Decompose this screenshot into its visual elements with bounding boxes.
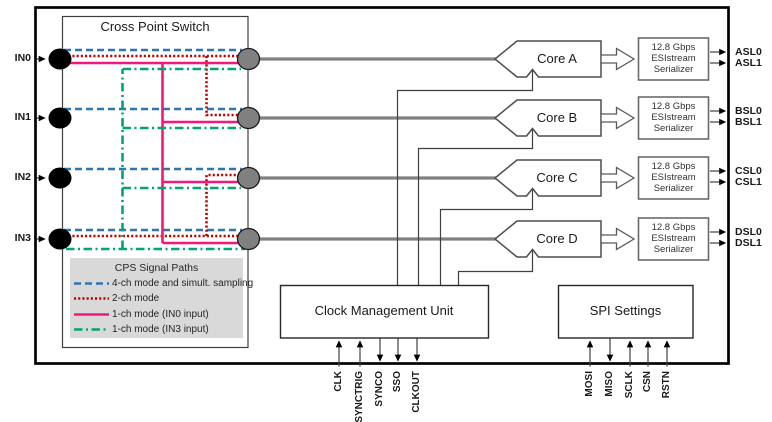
output-node-b [236,106,261,130]
cmu-pin-lines [335,338,421,367]
pin-csn-label: CSN [642,371,653,393]
serializer-c-line3: Serializer [653,183,694,194]
serializer-b-box [637,96,710,140]
serializer-b-line1: 12.8 Gbps [651,101,696,112]
block-arrow-d [600,227,636,251]
serializer-c-line2: ESIstream [651,172,696,183]
core-d-label: Core D [536,231,578,246]
serializer-b-line2: ESIstream [651,112,696,123]
serializer-a-line1: 12.8 Gbps [651,42,696,53]
pin-miso-label: MISO [604,371,615,397]
serializer-d-box [637,217,710,261]
bsl1-label: BSL1 [735,115,762,128]
bsl0-label: BSL0 [735,104,762,117]
block-arrow-c [600,166,636,190]
clock-routes [396,70,534,285]
csl0-label: CSL0 [735,164,762,177]
in2-label: IN2 [14,171,31,183]
core-a-label: Core A [537,51,577,66]
serializer-a-line3: Serializer [653,64,694,75]
pin-rstn-label: RSTN [661,371,672,399]
core-b-shape [493,99,602,137]
asl0-label: ASL0 [735,45,762,58]
pin-mosi-label: MOSI [584,371,595,397]
serializer-a-line2: ESIstream [651,53,696,64]
input-nodes [48,48,72,250]
core-c-label: Core C [536,170,578,185]
serializer-b-line3: Serializer [653,123,694,134]
serializer-d-line2: ESIstream [651,233,696,244]
dsl1-label: DSL1 [735,236,762,249]
input-node-in0 [48,48,72,70]
core-d-shape [493,220,602,258]
output-nodes [236,47,261,251]
dsl0-label: DSL0 [735,225,762,238]
block-arrow-b [600,106,636,130]
clock-route-core-a [396,70,534,285]
core-b-label: Core B [536,110,578,125]
spi-pin-lines [586,338,671,367]
pin-clk-label: CLK [333,371,344,392]
pin-clkout-label: CLKOUT [411,371,422,413]
cps-to-core-lines [250,57,496,241]
pin-synco-label: SYNCO [374,371,385,407]
input-node-in2 [48,167,72,189]
cps-title: Cross Point Switch [100,19,210,34]
serializer-d-line1: 12.8 Gbps [651,222,696,233]
cps-legend-panel [70,258,243,338]
pin-sclk-label: SCLK [624,371,635,399]
core-a-shape [493,40,602,78]
legend-item-1ch-in0-label: 1-ch mode (IN0 input) [112,308,209,320]
signal-path-2ch-mode [64,54,245,238]
core-c-shape [493,159,602,197]
serializer-c-box [637,156,710,200]
input-arrows [36,55,46,243]
output-node-a [236,47,261,71]
pin-sso-label: SSO [392,371,403,393]
clock-route-core-c [439,189,534,285]
spi-box [557,284,694,339]
serializer-c-line1: 12.8 Gbps [651,161,696,172]
input-node-in1 [48,107,72,129]
block-arrow-a [600,47,636,71]
spi-title: SPI Settings [589,303,662,318]
serial-output-arrows [710,48,727,247]
clock-route-core-d [457,250,534,285]
pin-synctrig-label: SYNCTRIG [354,371,365,422]
input-node-in3 [48,228,72,250]
in1-label: IN1 [14,111,31,123]
signal-path-1ch-in0 [64,61,245,245]
legend-item-1ch-in3-label: 1-ch mode (IN3 input) [112,323,209,335]
output-node-c [236,166,261,190]
clock-route-core-b [417,129,534,285]
in3-label: IN3 [14,232,31,244]
output-node-d [236,227,261,251]
in0-label: IN0 [14,52,31,64]
serializer-d-line3: Serializer [653,244,694,255]
legend-title: CPS Signal Paths [114,262,199,274]
serializer-a-box [637,37,710,81]
legend-item-4ch-label: 4-ch mode and simult. sampling [112,277,254,289]
signal-path-4ch-mode [64,48,242,232]
legend-item-2ch-label: 2-ch mode [112,292,160,304]
cmu-box [279,284,490,339]
csl1-label: CSL1 [735,175,762,188]
asl1-label: ASL1 [735,56,762,69]
signal-path-1ch-in3 [66,67,245,251]
cmu-title: Clock Management Unit [314,303,454,318]
